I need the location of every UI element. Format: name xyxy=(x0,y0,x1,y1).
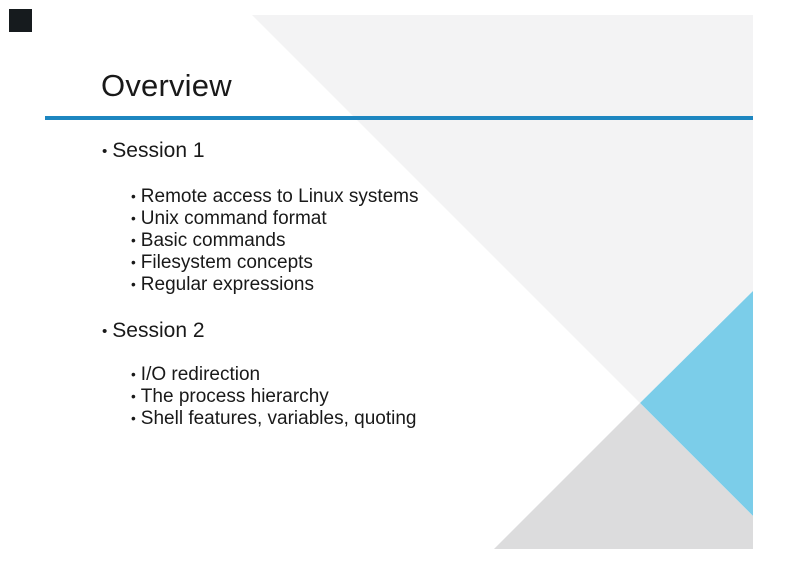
session-2-items: • I/O redirection • The process hierarch… xyxy=(131,364,416,430)
list-item: • Regular expressions xyxy=(131,274,419,296)
bullet-icon: • xyxy=(131,389,136,404)
bullet-icon: • xyxy=(131,367,136,382)
corner-square-decoration xyxy=(9,9,32,32)
list-item-label: Shell features, variables, quoting xyxy=(140,408,417,429)
session-1-header: • Session 1 xyxy=(102,139,205,163)
bullet-icon: • xyxy=(131,233,136,248)
bullet-icon: • xyxy=(131,411,136,426)
list-item: • Filesystem concepts xyxy=(131,252,419,274)
list-item: • Basic commands xyxy=(131,230,419,252)
session-2-label: Session 2 xyxy=(112,319,205,342)
blue-triangle-decoration xyxy=(640,291,753,516)
dark-gray-triangle-decoration xyxy=(494,403,753,549)
bullet-icon: • xyxy=(102,323,108,340)
list-item-label: Regular expressions xyxy=(140,274,314,295)
page-title: Overview xyxy=(101,68,232,103)
list-item-label: I/O redirection xyxy=(140,364,261,385)
list-item: • I/O redirection xyxy=(131,364,416,386)
session-1-items: • Remote access to Linux systems • Unix … xyxy=(131,186,419,296)
title-underline-rule xyxy=(45,116,753,120)
list-item: • The process hierarchy xyxy=(131,386,416,408)
bullet-icon: • xyxy=(102,143,108,160)
bullet-icon: • xyxy=(131,189,136,204)
list-item-label: Unix command format xyxy=(140,208,327,229)
list-item: • Remote access to Linux systems xyxy=(131,186,419,208)
list-item-label: Filesystem concepts xyxy=(140,252,313,273)
session-1-label: Session 1 xyxy=(112,139,205,162)
light-gray-triangle-decoration xyxy=(252,15,753,403)
list-item: • Unix command format xyxy=(131,208,419,230)
list-item-label: Basic commands xyxy=(140,230,286,251)
session-2-header: • Session 2 xyxy=(102,319,205,343)
list-item-label: The process hierarchy xyxy=(140,386,329,407)
list-item: • Shell features, variables, quoting xyxy=(131,408,416,430)
bullet-icon: • xyxy=(131,255,136,270)
bullet-icon: • xyxy=(131,211,136,226)
bullet-icon: • xyxy=(131,277,136,292)
list-item-label: Remote access to Linux systems xyxy=(140,186,419,207)
